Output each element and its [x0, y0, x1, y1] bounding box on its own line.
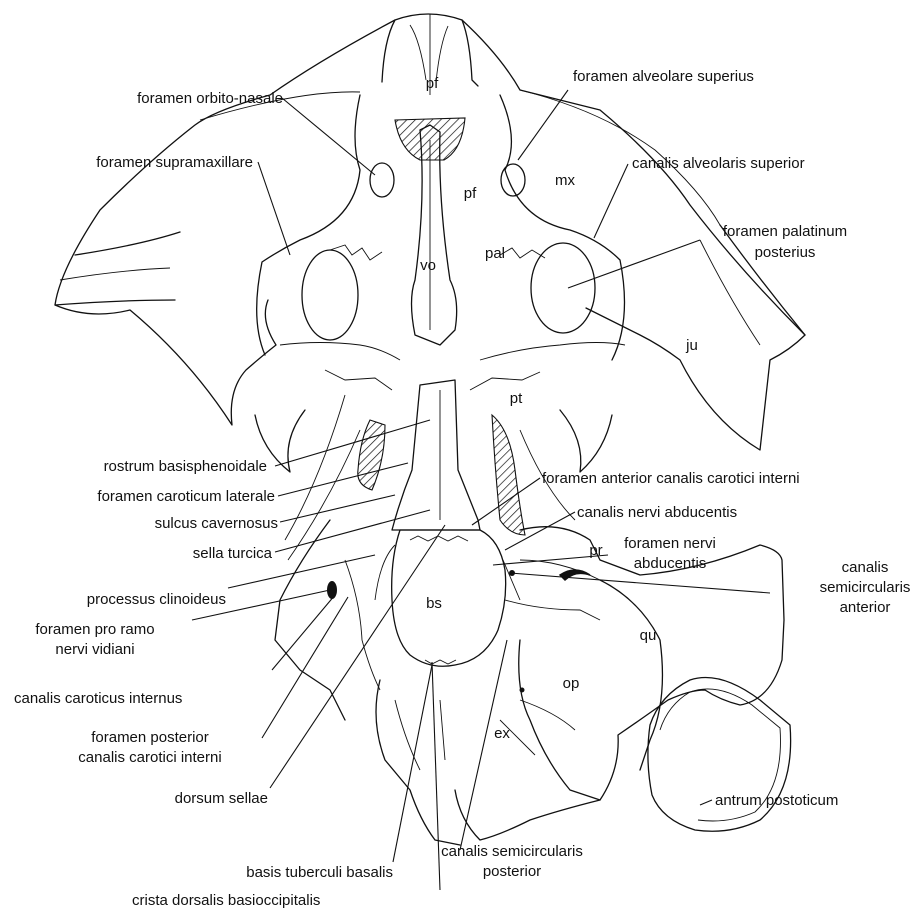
- callout-rostrum-basisphenoidale: rostrum basisphenoidale: [104, 458, 267, 475]
- label-op: op: [563, 675, 580, 692]
- leader-lines: [192, 90, 770, 890]
- callout-foramen-anterior-canalis: foramen anterior canalis carotici intern…: [542, 470, 800, 487]
- callout-canalis-semicircularis-anterior-1: canalis: [842, 559, 889, 576]
- callout-foramen-pro-ramo-1: foramen pro ramo: [35, 621, 154, 638]
- label-mx: mx: [555, 172, 575, 189]
- callout-canalis-semicircularis-anterior-3: anterior: [840, 599, 891, 616]
- callout-basis-tuberculi-basalis: basis tuberculi basalis: [246, 864, 393, 881]
- callout-foramen-palatinum-1: foramen palatinum: [723, 223, 847, 240]
- callout-canalis-alveolaris-superior: canalis alveolaris superior: [632, 155, 805, 172]
- callout-canalis-semicircularis-anterior-2: semicircularis: [820, 579, 911, 596]
- callout-canalis-semicircularis-posterior-1: canalis semicircularis: [441, 843, 583, 860]
- callout-foramen-palatinum-2: posterius: [755, 244, 816, 261]
- bone-labels: pf pf mx pal vo ju pt pr bs qu op ex: [420, 75, 698, 742]
- callout-sulcus-cavernosus: sulcus cavernosus: [155, 515, 278, 532]
- callout-foramen-posterior-1: foramen posterior: [91, 729, 209, 746]
- skull-outline: [55, 14, 805, 845]
- callout-labels: foramen orbito-nasale foramen alveolare …: [14, 68, 910, 909]
- label-qu: qu: [640, 627, 657, 644]
- callout-processus-clinoideus: processus clinoideus: [87, 591, 226, 608]
- callout-canalis-semicircularis-posterior-2: posterior: [483, 863, 541, 880]
- callout-foramen-nervi-1: foramen nervi: [624, 535, 716, 552]
- callout-dorsum-sellae: dorsum sellae: [175, 790, 268, 807]
- callout-foramen-posterior-2: canalis carotici interni: [78, 749, 221, 766]
- callout-crista-dorsalis-basioccipitalis: crista dorsalis basioccipitalis: [132, 892, 320, 909]
- label-pf-lower: pf: [464, 185, 477, 202]
- callout-canalis-nervi-abducentis: canalis nervi abducentis: [577, 504, 737, 521]
- label-pal: pal: [485, 245, 505, 262]
- callout-foramen-pro-ramo-2: nervi vidiani: [55, 641, 134, 658]
- label-vo: vo: [420, 257, 436, 274]
- label-ju: ju: [685, 337, 698, 354]
- callout-foramen-alveolare-superius: foramen alveolare superius: [573, 68, 754, 85]
- callout-canalis-caroticus-internus: canalis caroticus internus: [14, 690, 182, 707]
- callout-foramen-orbito-nasale: foramen orbito-nasale: [137, 90, 283, 107]
- label-bs: bs: [426, 595, 442, 612]
- label-ex: ex: [494, 725, 510, 742]
- label-pf-upper: pf: [426, 75, 439, 92]
- callout-sella-turcica: sella turcica: [193, 545, 273, 562]
- callout-foramen-caroticum-laterale: foramen caroticum laterale: [97, 488, 275, 505]
- callout-antrum-postoticum: antrum postoticum: [715, 792, 838, 809]
- label-pt: pt: [510, 390, 523, 407]
- callout-foramen-supramaxillare: foramen supramaxillare: [96, 154, 253, 171]
- callout-foramen-nervi-2: abducentis: [634, 555, 707, 572]
